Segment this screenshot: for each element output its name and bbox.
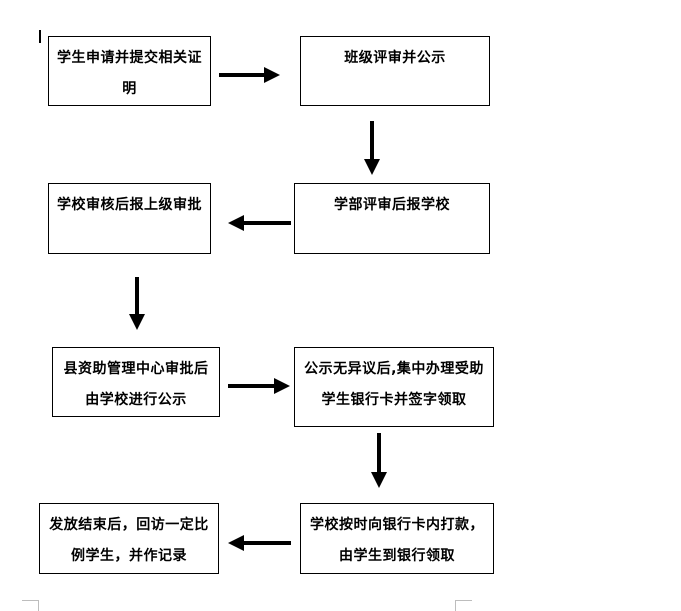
step-box-apply: 学生申请并提交相关证明 [48,36,211,106]
step-box-county-approval: 县资助管理中心审批后由学校进行公示 [52,347,220,417]
step-box-payment: 学校按时向银行卡内打款，由学生到银行领取 [300,503,494,574]
step-box-bank-card: 公示无异议后,集中办理受助学生银行卡并签字领取 [294,347,494,427]
step-box-school-review: 学校审核后报上级审批 [48,183,211,254]
step-box-follow-up: 发放结束后，回访一定比例学生，并作记录 [39,503,219,574]
text-cursor [39,30,41,43]
step-box-class-review: 班级评审并公示 [300,36,490,106]
step-box-department-review: 学部评审后报学校 [294,183,490,254]
